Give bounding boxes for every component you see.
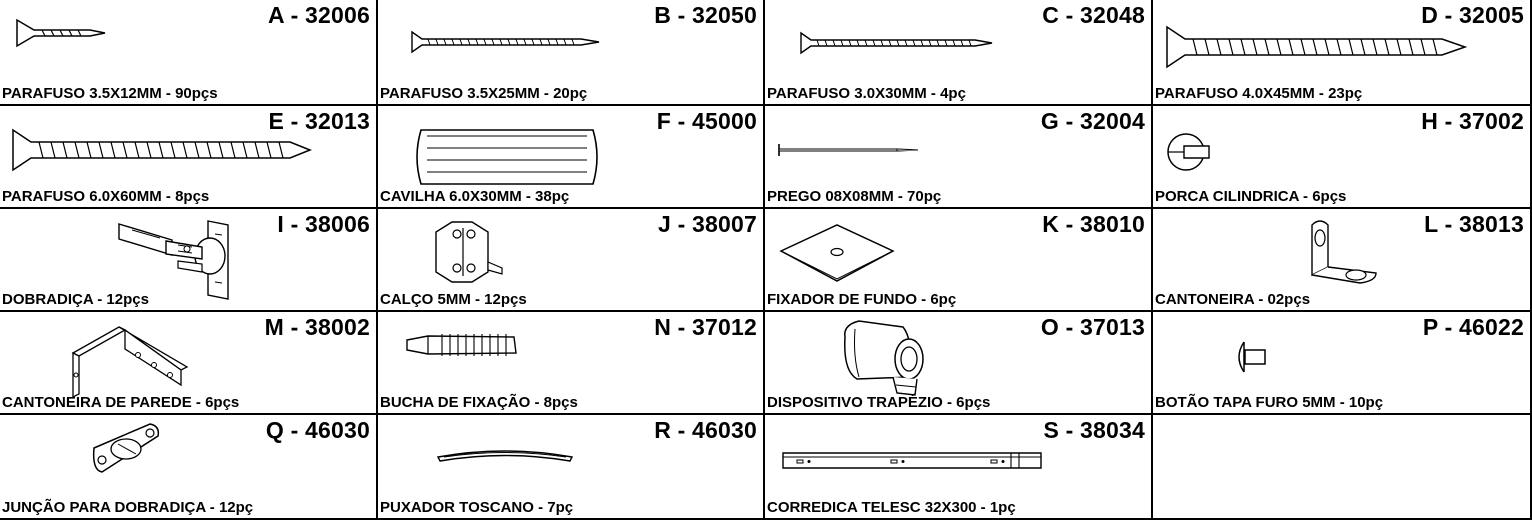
part-cell-f: F - 45000 CAVILHA 6.0X30MM - 38pç: [376, 104, 763, 207]
part-description-r: PUXADOR TOSCANO - 7pç: [380, 499, 574, 516]
part-description-o: DISPOSITIVO TRAPÉZIO - 6pçs: [767, 394, 991, 411]
part-description-c: PARAFUSO 3.0X30MM - 4pç: [767, 85, 966, 102]
part-description-j: CALÇO 5MM - 12pçs: [380, 291, 527, 308]
part-description-m: CANTONEIRA DE PAREDE - 6pçs: [2, 394, 240, 411]
part-code-m: M - 38002: [264, 314, 370, 340]
trapezoid-device-icon: [835, 317, 933, 403]
drawer-slide-icon: [781, 450, 1045, 472]
part-code-h: H - 37002: [1421, 108, 1524, 134]
part-cell-c: C - 32048 PARAFUSO 3.0X30MM - 4pç: [763, 0, 1151, 104]
part-cell-s: S - 38034 CORREDICA TELESC 32X300 - 1pç: [763, 413, 1151, 518]
part-cell-g: G - 32004 PREGO 08X08MM - 70pç: [763, 104, 1151, 207]
part-code-j: J - 38007: [658, 211, 757, 237]
part-description-p: BOTÃO TAPA FURO 5MM - 10pç: [1155, 394, 1384, 411]
part-cell-q: Q - 46030 JUNÇÃO PARA DOBRADIÇA - 12pç: [0, 413, 376, 518]
part-description-n: BUCHA DE FIXAÇÃO - 8pçs: [380, 394, 578, 411]
nail-icon: [777, 142, 923, 158]
screw-icon: [11, 128, 313, 172]
part-code-c: C - 32048: [1042, 2, 1145, 28]
part-code-g: G - 32004: [1040, 108, 1145, 134]
cylindrical-nut-icon: [1164, 130, 1220, 174]
part-cell-m: M - 38002 CANTONEIRA DE PAREDE - 6pçs: [0, 310, 376, 413]
mounting-plate-icon: [432, 220, 508, 284]
part-description-a: PARAFUSO 3.5X12MM - 90pçs: [2, 85, 218, 102]
part-code-r: R - 46030: [654, 417, 757, 443]
back-panel-fixer-icon: [777, 221, 897, 287]
screw-icon: [799, 31, 995, 55]
dowel-icon: [410, 126, 604, 188]
part-description-d: PARAFUSO 4.0X45MM - 23pç: [1155, 85, 1363, 102]
part-code-o: O - 37013: [1040, 314, 1145, 340]
part-cell-j: J - 38007 CALÇO 5MM - 12pçs: [376, 207, 763, 310]
screw-icon: [410, 30, 602, 54]
part-description-q: JUNÇÃO PARA DOBRADIÇA - 12pç: [2, 499, 254, 516]
part-code-q: Q - 46030: [265, 417, 370, 443]
screw-icon: [14, 18, 108, 48]
part-cell-d: D - 32005 PARAFUSO 4.0X45MM - 23pç: [1151, 0, 1530, 104]
part-cell-l: L - 38013 CANTONEIRA - 02pçs: [1151, 207, 1530, 310]
part-code-s: S - 38034: [1043, 417, 1145, 443]
part-description-e: PARAFUSO 6.0X60MM - 8pçs: [2, 188, 210, 205]
part-description-h: PORCA CILINDRICA - 6pçs: [1155, 188, 1347, 205]
part-cell-r: R - 46030 PUXADOR TOSCANO - 7pç: [376, 413, 763, 518]
part-code-n: N - 37012: [654, 314, 757, 340]
wall-plug-icon: [404, 334, 520, 356]
part-code-a: A - 32006: [268, 2, 370, 28]
part-description-i: DOBRADIÇA - 12pçs: [2, 291, 149, 308]
hole-cap-icon: [1232, 336, 1274, 378]
part-code-b: B - 32050: [654, 2, 757, 28]
part-code-i: I - 38006: [277, 211, 370, 237]
part-cell-b: B - 32050 PARAFUSO 3.5X25MM - 20pç: [376, 0, 763, 104]
part-code-f: F - 45000: [656, 108, 757, 134]
part-code-l: L - 38013: [1424, 211, 1524, 237]
empty-cell: [1151, 413, 1530, 518]
part-cell-h: H - 37002 PORCA CILINDRICA - 6pçs: [1151, 104, 1530, 207]
hinge-icon: [114, 214, 246, 304]
angle-bracket-icon: [1302, 217, 1386, 291]
part-description-b: PARAFUSO 3.5X25MM - 20pç: [380, 85, 588, 102]
part-cell-p: P - 46022 BOTÃO TAPA FURO 5MM - 10pç: [1151, 310, 1530, 413]
screw-icon: [1165, 25, 1468, 69]
part-code-e: E - 32013: [268, 108, 370, 134]
hinge-plate-icon: [90, 420, 164, 476]
part-description-l: CANTONEIRA - 02pçs: [1155, 291, 1311, 308]
handle-icon: [436, 443, 574, 465]
part-code-d: D - 32005: [1421, 2, 1524, 28]
part-description-f: CAVILHA 6.0X30MM - 38pç: [380, 188, 570, 205]
part-cell-i: I - 38006 DOBRADIÇA - 12pçs: [0, 207, 376, 310]
part-cell-n: N - 37012 BUCHA DE FIXAÇÃO - 8pçs: [376, 310, 763, 413]
part-description-k: FIXADOR DE FUNDO - 6pç: [767, 291, 957, 308]
part-cell-k: K - 38010 FIXADOR DE FUNDO - 6pç: [763, 207, 1151, 310]
part-description-g: PREGO 08X08MM - 70pç: [767, 188, 942, 205]
part-cell-o: O - 37013 DISPOSITIVO TRAPÉZIO - 6pçs: [763, 310, 1151, 413]
part-description-s: CORREDICA TELESC 32X300 - 1pç: [767, 499, 1016, 516]
part-code-k: K - 38010: [1042, 211, 1145, 237]
part-code-p: P - 46022: [1422, 314, 1524, 340]
wall-bracket-icon: [67, 325, 191, 399]
part-cell-e: E - 32013 PARAFUSO 6.0X60MM - 8pçs: [0, 104, 376, 207]
part-cell-a: A - 32006 PARAFUSO 3.5X12MM - 90pçs: [0, 0, 376, 104]
